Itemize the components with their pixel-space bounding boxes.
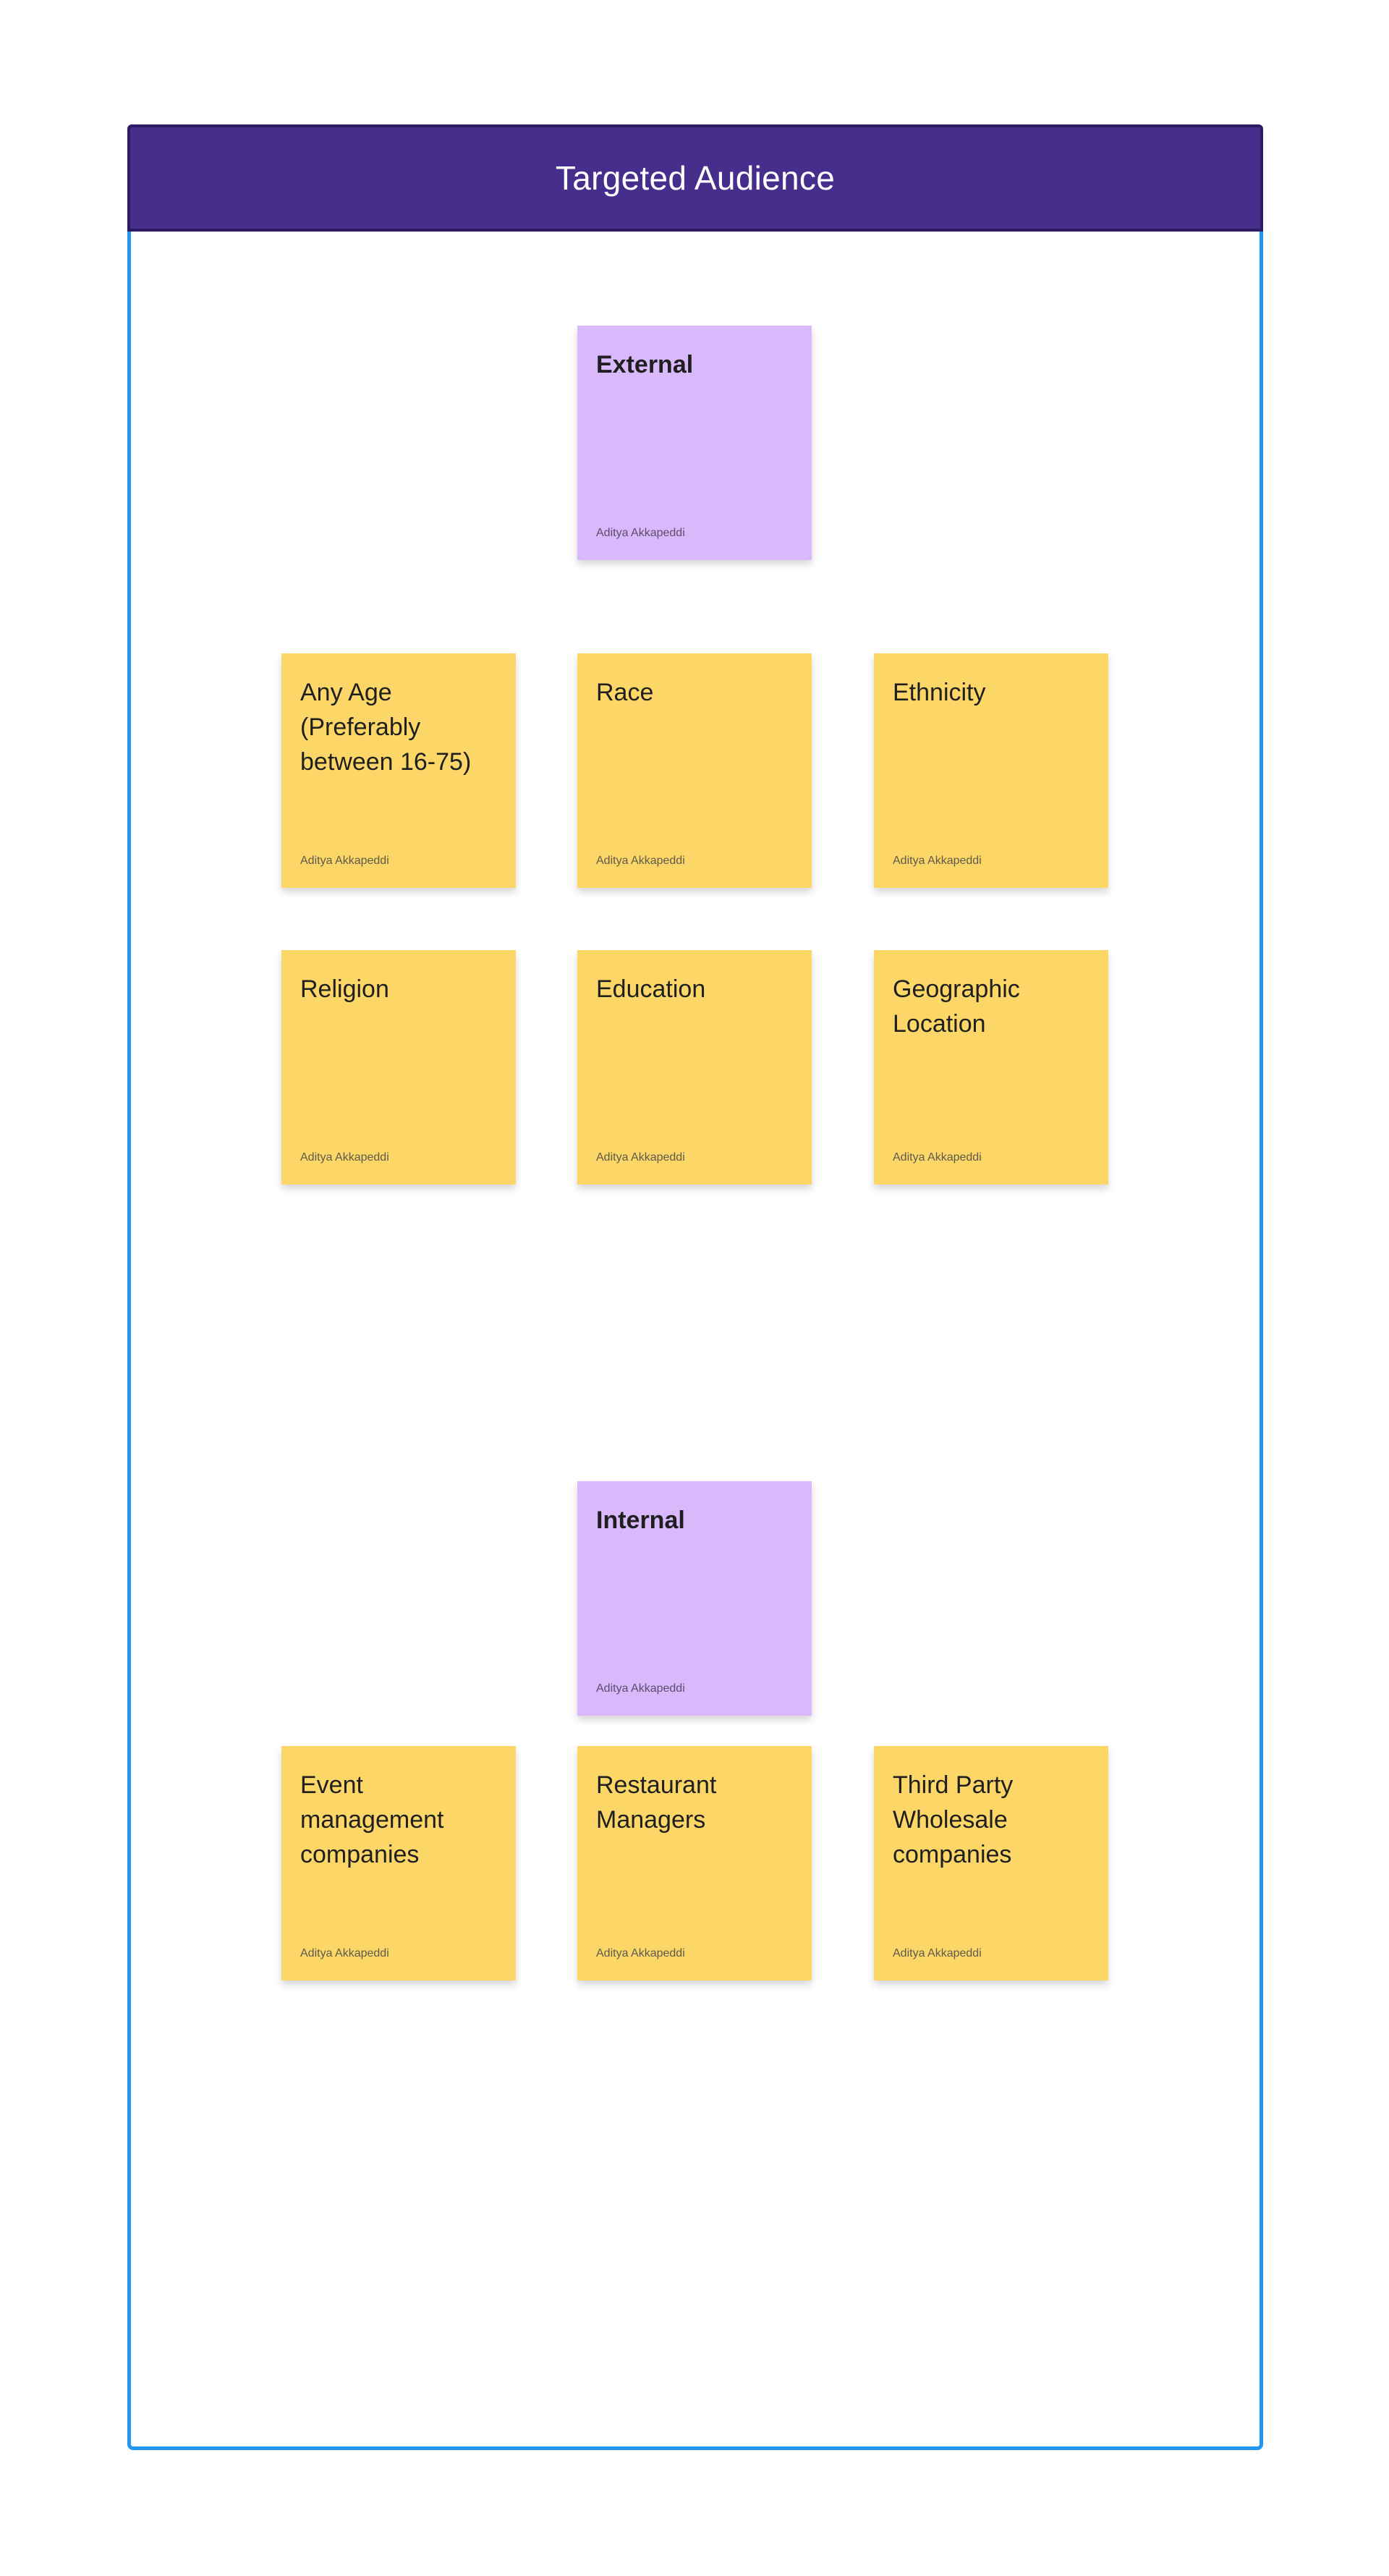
sticky-note-text: Internal xyxy=(596,1507,685,1534)
sticky-note-age[interactable]: Any Age (Preferably between 16-75) Adity… xyxy=(281,653,516,888)
sticky-note-text: Education xyxy=(596,975,706,1003)
sticky-note-author: Aditya Akkapeddi xyxy=(596,1682,685,1695)
sticky-note-author: Aditya Akkapeddi xyxy=(596,527,685,539)
sticky-note-text: Ethnicity xyxy=(893,679,986,706)
sticky-note-race[interactable]: Race Aditya Akkapeddi xyxy=(577,653,812,888)
sticky-note-text: Religion xyxy=(300,975,389,1003)
sticky-note-text: Any Age (Preferably between 16-75) xyxy=(300,679,472,776)
sticky-note-text: External xyxy=(596,351,694,378)
sticky-note-wholesale-companies[interactable]: Third Party Wholesale companies Aditya A… xyxy=(874,1746,1108,1980)
sticky-note-author: Aditya Akkapeddi xyxy=(300,1947,389,1959)
frame-header[interactable]: Targeted Audience xyxy=(127,124,1263,232)
sticky-note-text: Restaurant Managers xyxy=(596,1771,717,1834)
sticky-note-external[interactable]: External Aditya Akkapeddi xyxy=(577,326,812,560)
sticky-note-religion[interactable]: Religion Aditya Akkapeddi xyxy=(281,950,516,1185)
sticky-note-text: Race xyxy=(596,679,654,706)
frame-title: Targeted Audience xyxy=(555,159,836,197)
sticky-note-author: Aditya Akkapeddi xyxy=(596,1947,685,1959)
sticky-note-geographic-location[interactable]: Geographic Location Aditya Akkapeddi xyxy=(874,950,1108,1185)
sticky-note-text: Event management companies xyxy=(300,1771,444,1868)
sticky-note-author: Aditya Akkapeddi xyxy=(300,855,389,867)
sticky-note-author: Aditya Akkapeddi xyxy=(893,855,982,867)
sticky-note-ethnicity[interactable]: Ethnicity Aditya Akkapeddi xyxy=(874,653,1108,888)
sticky-note-text: Geographic Location xyxy=(893,975,1020,1038)
sticky-note-author: Aditya Akkapeddi xyxy=(596,1151,685,1164)
sticky-note-event-management[interactable]: Event management companies Aditya Akkape… xyxy=(281,1746,516,1980)
sticky-note-internal[interactable]: Internal Aditya Akkapeddi xyxy=(577,1481,812,1716)
sticky-note-restaurant-managers[interactable]: Restaurant Managers Aditya Akkapeddi xyxy=(577,1746,812,1980)
sticky-note-education[interactable]: Education Aditya Akkapeddi xyxy=(577,950,812,1185)
sticky-note-author: Aditya Akkapeddi xyxy=(596,855,685,867)
sticky-note-author: Aditya Akkapeddi xyxy=(300,1151,389,1164)
sticky-note-author: Aditya Akkapeddi xyxy=(893,1947,982,1959)
sticky-note-text: Third Party Wholesale companies xyxy=(893,1771,1014,1868)
sticky-note-author: Aditya Akkapeddi xyxy=(893,1151,982,1164)
